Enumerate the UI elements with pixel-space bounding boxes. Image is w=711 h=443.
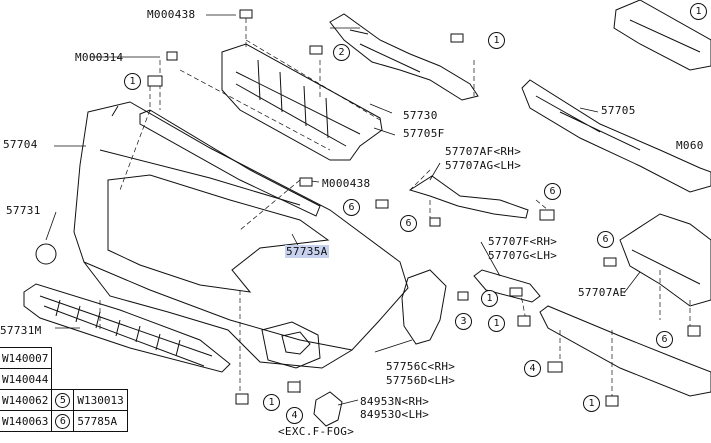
bumper-grille-opening xyxy=(107,174,330,293)
lower-absorber-57707ae xyxy=(619,213,711,307)
label-57756c: 57756C<RH> xyxy=(386,360,456,373)
callout-1: 1 xyxy=(488,32,505,49)
callout-4: 4 xyxy=(286,407,303,424)
legend-row: W140063 6 57785A xyxy=(0,410,128,432)
label-57707ae: 57707AE xyxy=(578,286,627,299)
callout-1: 1 xyxy=(690,3,707,20)
callout-6: 6 xyxy=(656,331,673,348)
fog-lamp-opening xyxy=(261,321,321,369)
callout-1: 1 xyxy=(263,394,280,411)
callout-2: 2 xyxy=(333,44,350,61)
bumper-beam-57705 xyxy=(521,79,711,193)
front-bumper-face xyxy=(73,101,409,369)
label-57707g: 57707G<LH> xyxy=(488,249,558,262)
label-57731m: 57731M xyxy=(0,324,42,337)
legend-number: 6 xyxy=(51,410,75,432)
label-57756d: 57756D<LH> xyxy=(386,374,456,387)
callout-6: 6 xyxy=(343,199,360,216)
radiator-grille xyxy=(221,43,383,161)
label-84953o: 84953O<LH> xyxy=(360,408,430,421)
callout-6: 6 xyxy=(400,215,417,232)
callout-1: 1 xyxy=(124,73,141,90)
callout-1: 1 xyxy=(488,315,505,332)
label-57707f: 57707F<RH> xyxy=(488,235,558,248)
legend-code: W130013 xyxy=(73,389,128,411)
callout-6: 6 xyxy=(597,231,614,248)
legend-row: W140062 5 W130013 xyxy=(0,389,128,411)
emblem-57731 xyxy=(35,243,57,265)
legend-row: W140044 xyxy=(0,368,127,390)
label-57735a: 57735A xyxy=(285,245,329,258)
label-57707ag: 57707AG<LH> xyxy=(445,159,522,172)
lower-grille-57731m xyxy=(23,283,231,373)
side-bracket-57707af xyxy=(408,175,529,219)
label-57705f: 57705F xyxy=(403,127,445,140)
label-m000438-top: M000438 xyxy=(147,8,196,21)
lower-beam xyxy=(539,305,711,397)
legend-code: W140044 xyxy=(0,368,53,390)
legend-num-circle: 5 xyxy=(55,392,71,408)
callout-4: 4 xyxy=(524,360,541,377)
legend-code: W140063 xyxy=(0,410,53,432)
label-m000314: M000314 xyxy=(75,51,124,64)
callout-3: 3 xyxy=(455,313,472,330)
label-84953n: 84953N<RH> xyxy=(360,395,430,408)
legend-num-circle: 6 xyxy=(55,413,71,429)
legend-number: 5 xyxy=(51,389,75,411)
upper-strip-57735a xyxy=(139,109,321,217)
label-57705: 57705 xyxy=(601,104,636,117)
fastener-legend: W140007 W140044 W140062 5 W130013 W14006… xyxy=(0,347,128,432)
label-57707af: 57707AF<RH> xyxy=(445,145,522,158)
grille-bracket-57730 xyxy=(329,13,479,101)
callout-6: 6 xyxy=(544,183,561,200)
label-57731: 57731 xyxy=(6,204,41,217)
label-exc-f-fog: <EXC.F-FOG> xyxy=(278,425,355,438)
legend-code: 57785A xyxy=(73,410,128,432)
upper-absorber xyxy=(613,0,711,71)
side-cover-57756c xyxy=(401,269,447,345)
legend-code: W140007 xyxy=(0,347,53,369)
callout-6: 1 xyxy=(481,290,498,307)
legend-code: W140062 xyxy=(0,389,53,411)
label-57730: 57730 xyxy=(403,109,438,122)
label-57704: 57704 xyxy=(3,138,38,151)
fog-cover-84953 xyxy=(313,391,343,427)
callout-1: 1 xyxy=(583,395,600,412)
legend-row: W140007 xyxy=(0,347,127,369)
label-m000438-mid: M000438 xyxy=(322,177,371,190)
label-m060: M060 xyxy=(676,139,704,152)
